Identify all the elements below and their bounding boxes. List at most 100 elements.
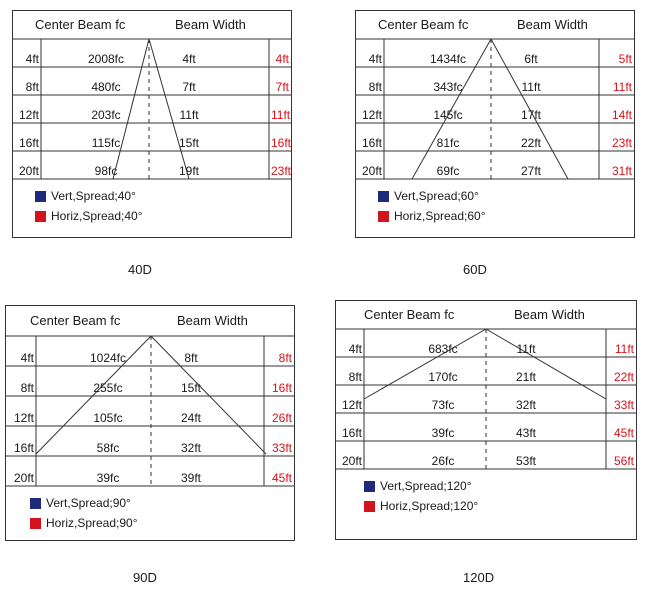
legend-label: Vert,Spread;40° [51, 189, 136, 203]
row-center-beam-fc: 343fc [433, 80, 463, 94]
header-beam-width: Beam Width [177, 313, 248, 328]
legend-label: Horiz,Spread;120° [380, 499, 479, 513]
row-horiz-width: 14ft [611, 108, 632, 122]
legend-label: Horiz,Spread;90° [46, 516, 138, 530]
vert-swatch-icon [35, 190, 46, 202]
row-center-beam-fc: 58fc [96, 441, 120, 455]
row-center-beam-fc: 73fc [431, 398, 455, 412]
row-horiz-width: 8ft [278, 351, 292, 365]
row-distance: 16ft [341, 426, 362, 440]
beam-edge-left [411, 38, 492, 180]
row-center-beam-fc: 115fc [91, 136, 121, 150]
legend-vert: Vert,Spread;40° [35, 189, 136, 203]
header-center-beam: Center Beam fc [364, 307, 455, 322]
beam-edge-left [112, 38, 150, 180]
header-beam-width: Beam Width [514, 307, 585, 322]
beam-lines [13, 38, 291, 180]
beam-edge-right [150, 335, 267, 455]
legend-label: Horiz,Spread;60° [394, 209, 486, 223]
row-distance: 4ft [368, 52, 382, 66]
row-horiz-width: 22ft [613, 370, 634, 384]
beam-diagram-90d: Center Beam fc Beam Width 4ft 1024fc 8ft 8ft 8… [5, 305, 295, 541]
header-beam-width: Beam Width [175, 17, 246, 32]
horiz-swatch-icon [30, 517, 41, 529]
row-distance: 12ft [361, 108, 382, 122]
row-distance: 20ft [18, 164, 39, 178]
beam-edge-left [363, 328, 487, 400]
row-horiz-width: 31ft [611, 164, 632, 178]
row-distance: 8ft [368, 80, 382, 94]
vert-swatch-icon [378, 190, 389, 202]
row-beam-width: 32ft [515, 398, 536, 412]
row-center-beam-fc: 1434fc [429, 52, 467, 66]
vert-swatch-icon [364, 480, 375, 492]
row-horiz-width: 33ft [271, 441, 292, 455]
horiz-swatch-icon [364, 500, 375, 512]
row-distance: 4ft [25, 52, 39, 66]
legend-label: Vert,Spread;90° [46, 496, 131, 510]
row-center-beam-fc: 105fc [93, 411, 123, 425]
row-center-beam-fc: 145fc [433, 108, 463, 122]
row-beam-width: 7ft [182, 80, 196, 94]
row-center-beam-fc: 203fc [91, 108, 121, 122]
beam-lines [336, 328, 636, 470]
row-center-beam-fc: 480fc [91, 80, 121, 94]
row-horiz-width: 4ft [275, 52, 289, 66]
row-center-beam-fc: 683fc [428, 342, 458, 356]
row-beam-width: 24ft [180, 411, 201, 425]
row-distance: 12ft [18, 108, 39, 122]
row-distance: 16ft [13, 441, 34, 455]
header-center-beam: Center Beam fc [30, 313, 121, 328]
row-center-beam-fc: 39fc [431, 426, 455, 440]
row-horiz-width: 23ft [271, 164, 292, 178]
beam-lines [6, 335, 294, 487]
row-beam-width: 17ft [520, 108, 541, 122]
row-beam-width: 15ft [178, 136, 199, 150]
legend-horiz: Horiz,Spread;120° [364, 499, 478, 513]
legend-vert: Vert,Spread;120° [364, 479, 472, 493]
header-beam-width: Beam Width [517, 17, 588, 32]
legend-vert: Vert,Spread;60° [378, 189, 479, 203]
legend-label: Vert,Spread;60° [394, 189, 479, 203]
row-beam-width: 43ft [515, 426, 536, 440]
row-horiz-width: 5ft [618, 52, 632, 66]
beam-lines [356, 38, 634, 180]
row-distance: 8ft [348, 370, 362, 384]
row-center-beam-fc: 81fc [436, 136, 460, 150]
row-distance: 8ft [25, 80, 39, 94]
row-distance: 20ft [13, 471, 34, 485]
row-beam-width: 22ft [520, 136, 541, 150]
row-center-beam-fc: 69fc [436, 164, 460, 178]
row-center-beam-fc: 39fc [96, 471, 120, 485]
legend-label: Horiz,Spread;40° [51, 209, 143, 223]
row-beam-width: 11ft [521, 80, 541, 94]
beam-edge-right [490, 38, 569, 180]
horiz-swatch-icon [378, 210, 389, 222]
row-center-beam-fc: 2008fc [87, 52, 125, 66]
legend-horiz: Horiz,Spread;40° [35, 209, 143, 223]
row-beam-width: 21ft [515, 370, 536, 384]
row-distance: 4ft [20, 351, 34, 365]
row-horiz-width: 16ft [271, 136, 292, 150]
row-horiz-width: 26ft [271, 411, 292, 425]
row-center-beam-fc: 1024fc [89, 351, 127, 365]
row-horiz-width: 16ft [271, 381, 292, 395]
row-horiz-width: 11ft [612, 80, 632, 94]
legend-vert: Vert,Spread;90° [30, 496, 131, 510]
row-center-beam-fc: 98fc [94, 164, 118, 178]
header-center-beam: Center Beam fc [35, 17, 126, 32]
row-distance: 16ft [361, 136, 382, 150]
row-beam-width: 8ft [184, 351, 198, 365]
row-distance: 12ft [13, 411, 34, 425]
row-distance: 16ft [18, 136, 39, 150]
row-distance: 8ft [20, 381, 34, 395]
row-horiz-width: 7ft [275, 80, 289, 94]
diagram-caption: 40D [128, 262, 152, 277]
row-beam-width: 39ft [180, 471, 201, 485]
row-beam-width: 19ft [178, 164, 199, 178]
row-horiz-width: 11ft [614, 342, 634, 356]
row-beam-width: 11ft [179, 108, 199, 122]
